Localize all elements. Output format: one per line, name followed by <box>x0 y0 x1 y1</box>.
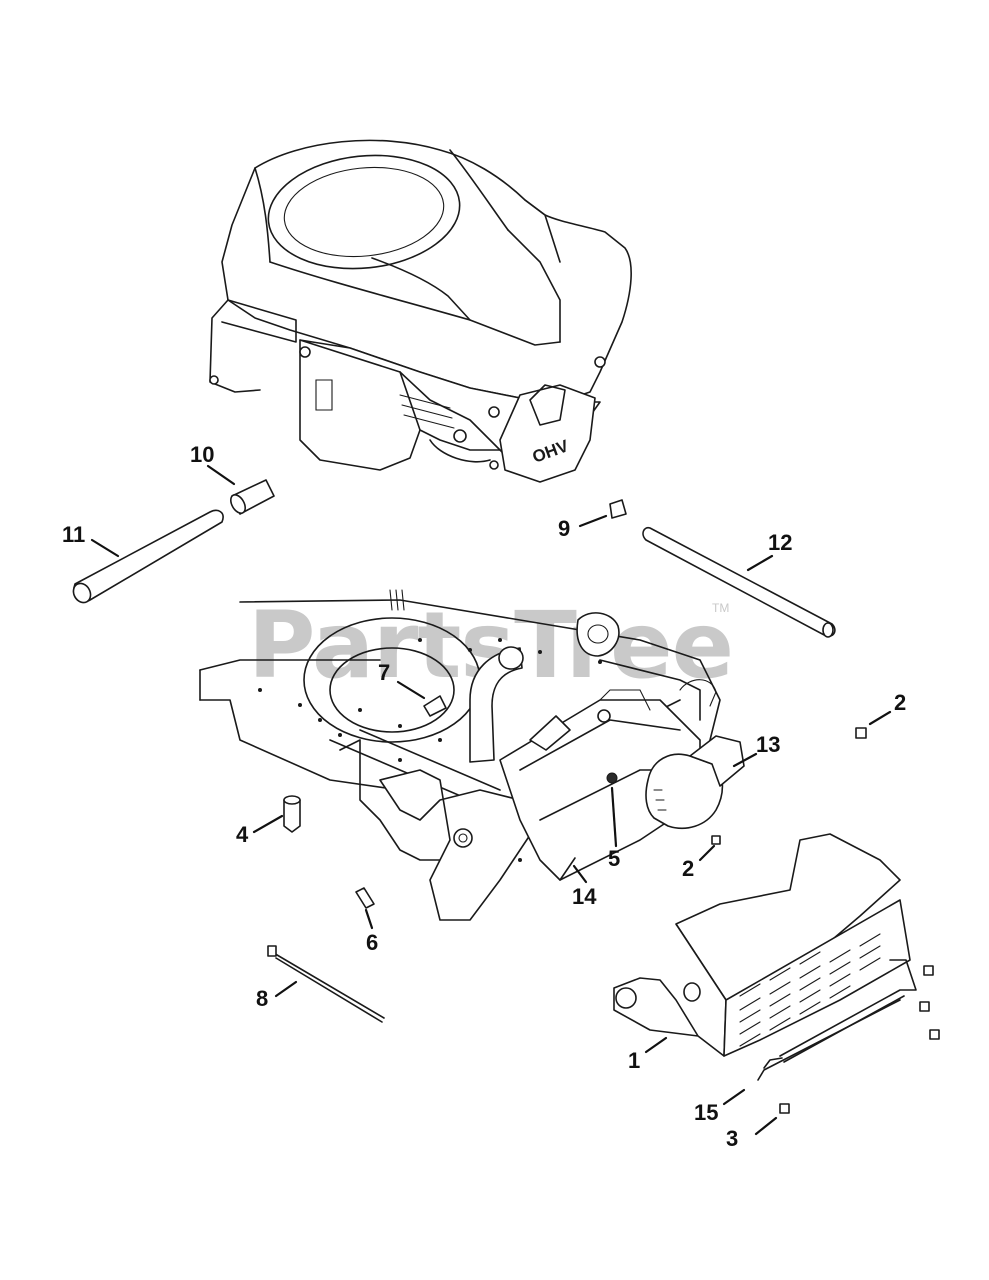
callout-5: 6 <box>364 908 378 955</box>
watermark-trademark: TM <box>712 601 729 615</box>
callout-label-8: 9 <box>558 516 570 541</box>
callout-10: 11 <box>62 522 120 558</box>
tube-12 <box>642 526 836 638</box>
callout-label-5: 6 <box>366 930 378 955</box>
callout-label-3: 4 <box>236 822 249 847</box>
bolt-3 <box>283 795 301 833</box>
heat-shield-illustration <box>613 833 940 1114</box>
engine-illustration: OHV <box>209 139 632 483</box>
callout-2-lower: 2 <box>682 844 716 881</box>
callout-14: 3 <box>726 1116 778 1151</box>
callout-label-13: 13 <box>756 732 780 757</box>
screw-2-right <box>855 727 867 739</box>
callout-label-2-right: 2 <box>894 690 906 715</box>
callout-2-right: 2 <box>868 690 906 726</box>
frame-illustration <box>199 589 721 921</box>
callout-9: 10 <box>190 442 236 486</box>
callout-label-1: 1 <box>628 1048 640 1073</box>
callout-6: 7 <box>378 660 426 700</box>
callout-label-9: 10 <box>190 442 214 467</box>
callout-label-12: 12 <box>768 530 792 555</box>
callout-label-2-lower: 2 <box>682 856 694 881</box>
fitting-6 <box>423 695 447 717</box>
hose-10 <box>72 509 224 604</box>
callout-13: 13 <box>732 732 780 768</box>
callout-label-14: 3 <box>726 1126 738 1151</box>
callout-label-6: 7 <box>378 660 390 685</box>
clamp-9 <box>229 479 275 515</box>
callout-label-4: 5 <box>608 846 620 871</box>
callout-1: 1 <box>628 1036 668 1073</box>
muffler-illustration <box>469 612 745 881</box>
callout-7: 8 <box>256 980 298 1011</box>
callout-3: 4 <box>236 814 284 847</box>
cap-8 <box>609 499 627 519</box>
callout-11: 14 <box>572 864 597 909</box>
cable-tie-7 <box>267 945 385 1023</box>
callout-8: 9 <box>558 514 608 541</box>
callouts: 10 11 9 12 7 2 13 4 <box>62 442 906 1151</box>
callout-12: 12 <box>746 530 792 572</box>
callout-4: 5 <box>608 786 620 871</box>
callout-15: 15 <box>694 1088 746 1125</box>
callout-label-10: 11 <box>62 522 85 547</box>
callout-label-15: 15 <box>694 1100 718 1125</box>
callout-label-11: 14 <box>572 884 597 909</box>
screw-2-lower <box>711 835 721 845</box>
bolt-5 <box>355 887 375 909</box>
callout-label-7: 8 <box>256 986 268 1011</box>
